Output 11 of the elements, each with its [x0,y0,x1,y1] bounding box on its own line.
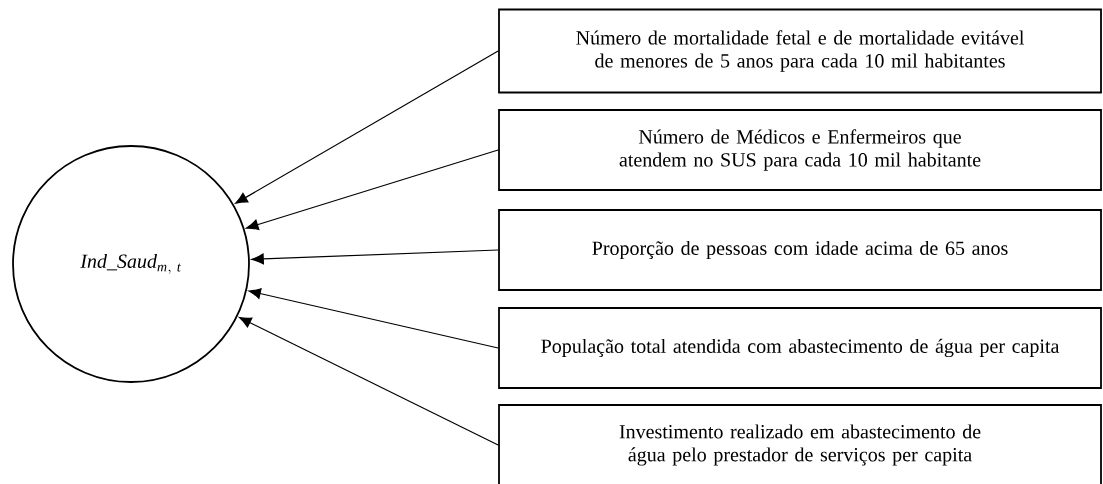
circle-node: $\mathit{Ind\_Saud}_{\mathit{m,\ t}}$ [12,145,250,383]
text-box: Proporção de pessoas com idade acima de 65 anos [498,209,1102,291]
arrow [239,316,499,446]
arrow [248,288,499,349]
text-box: Número de Médicos e Enfermeiros que atendem no SUS para cada 10 mil habitante [498,109,1102,191]
text-box: População total atendida com abastecimento de água per capita [498,307,1102,389]
text-box: Investimento realizado em abastecimento de água pelo prestador de serviços per capita [498,404,1102,484]
arrow [246,149,499,230]
arrow [235,50,499,204]
arrow [251,249,499,265]
text-box: Número de mortalidade fetal e de mortalidade evitável de menores de 5 anos para cada 10 mil habitantes [498,8,1102,94]
